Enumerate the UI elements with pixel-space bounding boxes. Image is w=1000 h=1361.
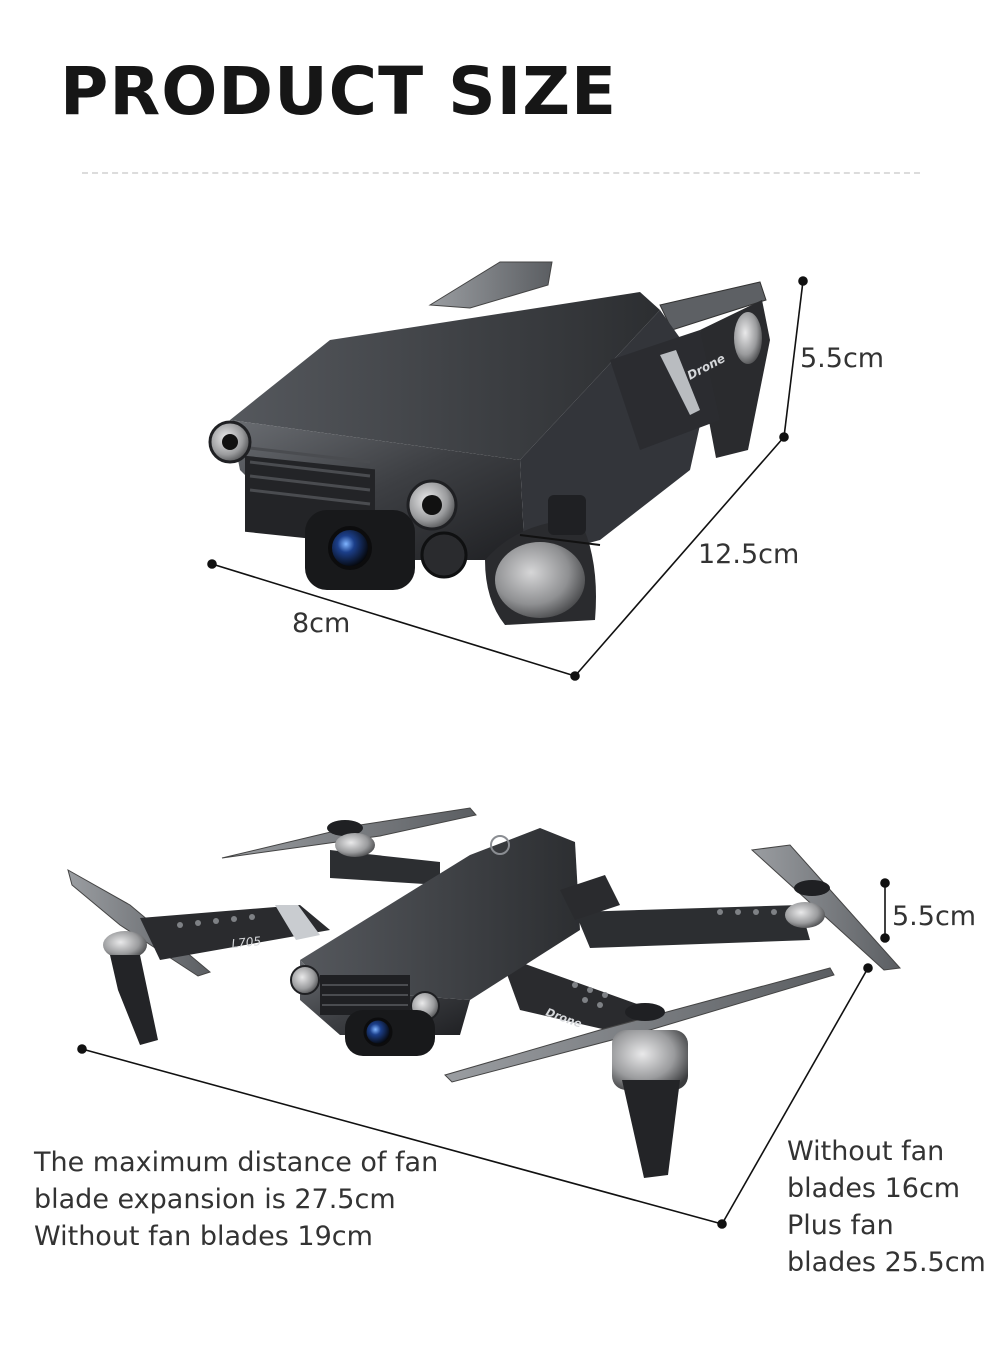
diagonal-line-3: Without fan blades 19cm [34, 1221, 373, 1252]
unfolded-dimension-lines [77, 878, 890, 1229]
unfolded-height-label: 5.5cm [892, 901, 977, 932]
unfolded-arm-text: L705 [231, 934, 262, 951]
folded-dimension-lines [207, 276, 808, 681]
diagonal-line-1: The maximum distance of fan [34, 1147, 439, 1178]
side-line-2: blades 16cm [787, 1173, 961, 1204]
title-divider [82, 172, 920, 174]
side-line-1: Without fan [787, 1136, 945, 1167]
side-line-3: Plus fan [787, 1210, 894, 1241]
diagonal-line-2: blade expansion is 27.5cm [34, 1184, 396, 1215]
folded-drone-image: Drone [208, 261, 770, 625]
folded-length-label: 12.5cm [698, 539, 800, 570]
page-title: PRODUCT SIZE [60, 53, 618, 130]
side-line-4: blades 25.5cm [787, 1247, 986, 1278]
folded-height-label: 5.5cm [800, 343, 885, 374]
unfolded-drone-image: L705 Drone [67, 807, 902, 1178]
folded-width-label: 8cm [292, 608, 351, 639]
diagonal-dimension-text: The maximum distance of fan blade expans… [34, 1144, 438, 1255]
side-dimension-text: Without fan blades 16cm Plus fan blades … [787, 1133, 986, 1281]
